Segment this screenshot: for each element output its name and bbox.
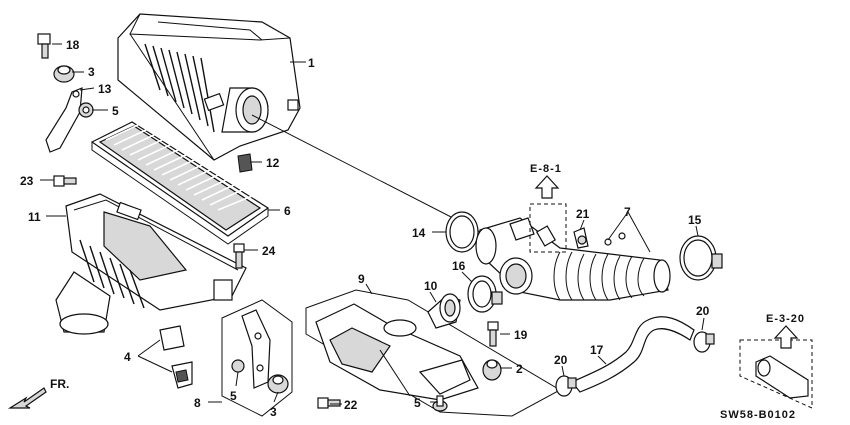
callout-20-left: 20 [554,353,568,367]
callout-9: 9 [358,272,365,286]
e320-box [739,339,813,409]
callout-13: 13 [98,82,112,96]
callout-12: 12 [266,156,280,170]
callout-1: 1 [308,56,315,70]
collar-5-mid [231,359,245,373]
collar-5-bottom [432,395,448,412]
stay-8 [241,309,271,389]
callout-23: 23 [20,174,34,188]
air-cleaner-case [55,193,247,335]
arrow-up-e81-icon [534,175,560,199]
connector-e320 [755,355,809,399]
grommet-2 [482,359,502,381]
intake-duct-10 [427,293,461,329]
bolt-7-small [604,232,626,246]
callout-7: 7 [624,205,631,219]
band-16 [467,275,503,313]
hose-band-15 [679,235,723,281]
callout-5: 5 [112,104,119,118]
callout-20-right: 20 [696,304,710,318]
front-arrow-icon [7,387,47,409]
drawing-code: SW58-B0102 [720,409,796,421]
bolt-24 [233,243,245,269]
callout-17: 17 [590,343,604,357]
callout-2: 2 [516,362,523,376]
connector-e81 [535,225,557,247]
grommet-3-mid [267,374,289,394]
clamp-20-right [693,331,715,353]
leader-lines [40,43,705,405]
callout-15: 15 [688,213,702,227]
callout-18: 18 [66,38,80,52]
clip-12 [237,153,253,173]
clamp-20-left [555,375,577,397]
grommet-3-top [53,65,75,83]
callout-4: 4 [124,350,131,364]
callout-5-bottom: 5 [414,396,421,410]
front-label: FR. [50,377,69,391]
arrow-up-e320-icon [773,325,799,349]
resonator-9 [315,303,479,401]
callout-21: 21 [576,207,590,221]
bolt-18 [37,33,51,59]
air-cleaner-cover [117,13,301,161]
clamp-21 [573,227,589,249]
callout-16: 16 [452,259,466,273]
ref-e81: E-8-1 [530,163,562,175]
breather-tube-17 [571,316,695,393]
callout-14: 14 [412,226,426,240]
air-filter-element [90,121,270,245]
bracket-13 [45,87,83,153]
bolt-23 [53,175,77,187]
clip-4 [159,325,193,389]
callout-3-mid: 3 [270,405,277,419]
ref-e320: E-3-20 [766,313,805,325]
collar-5-top [78,102,94,118]
bolt-22 [317,397,341,409]
intake-air-duct [475,217,671,301]
bolt-19 [487,321,499,347]
callout-5-mid: 5 [230,389,237,403]
callout-3: 3 [88,65,95,79]
callout-8: 8 [194,396,201,410]
callout-10: 10 [424,279,438,293]
o-ring-14 [445,211,479,253]
callout-24: 24 [262,244,276,258]
callout-labels: 1 18 3 13 5 12 23 11 6 24 14 21 7 15 9 1… [20,38,710,419]
callout-6: 6 [284,204,291,218]
callout-11: 11 [28,210,41,224]
callout-22: 22 [344,398,358,412]
callout-19: 19 [514,328,528,342]
e81-box [529,203,567,253]
bracket-8-outline [221,299,293,417]
